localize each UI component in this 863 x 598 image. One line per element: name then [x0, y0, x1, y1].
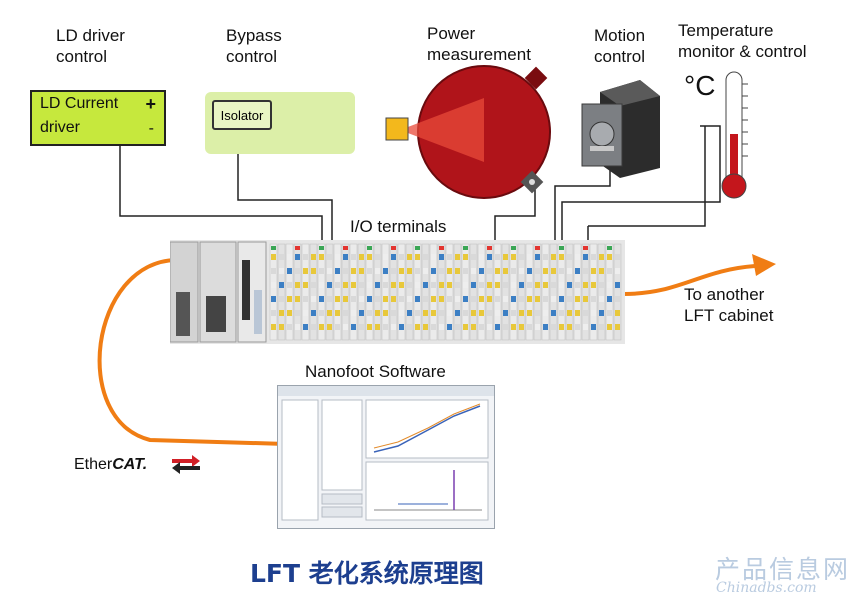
temperature-label-line1: Temperature	[678, 21, 774, 40]
ld-box-line1: LD Current	[40, 95, 119, 112]
power-measurement-label: Power measurement	[427, 23, 531, 65]
bypass-label-line1: Bypass	[226, 26, 282, 45]
io-terminals-label: I/O terminals	[350, 217, 447, 236]
to-another-line1: To another	[684, 285, 765, 304]
stepper-motor	[581, 80, 660, 178]
bypass-label-line2: control	[226, 47, 278, 66]
ethercat-logo: EtherCAT.	[74, 456, 147, 474]
ld-box-minus: -	[148, 120, 154, 137]
to-another-line2: LFT cabinet	[684, 306, 774, 325]
isolator-box: Isolator	[212, 100, 272, 130]
motion-control-label: Motion control	[594, 25, 645, 67]
celsius-unit: °C	[684, 70, 716, 101]
ethercat-cable	[97, 258, 287, 446]
temperature-control-label: Temperature monitor & control	[678, 20, 807, 62]
bypass-control-label: Bypass control	[226, 25, 282, 67]
power-label-line1: Power	[427, 24, 476, 43]
watermark-url: Chinadbs.com	[716, 580, 817, 596]
software-screenshot	[277, 385, 495, 529]
motion-label-line2: control	[594, 47, 646, 66]
ld-driver-label-line2: control	[56, 47, 108, 66]
to-another-cabinet-label: To another LFT cabinet	[684, 284, 773, 326]
ld-box-plus: +	[145, 94, 156, 114]
ld-current-driver-box: LD Current driver + -	[30, 90, 166, 146]
temperature-label-line2: monitor & control	[678, 42, 807, 61]
motion-label-line1: Motion	[594, 26, 646, 45]
watermark: 产品信息网	[715, 555, 851, 584]
ethercat-logo-arrows	[172, 455, 200, 474]
thermometer-icon	[721, 71, 748, 199]
ld-driver-label-line1: LD driver	[56, 26, 125, 45]
signal-wires	[119, 125, 721, 262]
io-terminal-rack	[170, 240, 625, 344]
figure-caption: LFT 老化系统原理图	[250, 559, 484, 588]
ld-box-line2: driver	[40, 119, 81, 136]
power-label-line2: measurement	[427, 45, 531, 64]
ld-driver-control-label: LD driver control	[56, 25, 125, 67]
ethercat-suffix: CAT.	[112, 456, 148, 473]
cabinet-link-arrow	[623, 264, 756, 296]
nanofoot-software-label: Nanofoot Software	[305, 362, 446, 381]
software-screenshot-art	[278, 386, 494, 521]
ethercat-prefix: Ether	[74, 456, 113, 473]
power-meter-head	[385, 65, 551, 199]
